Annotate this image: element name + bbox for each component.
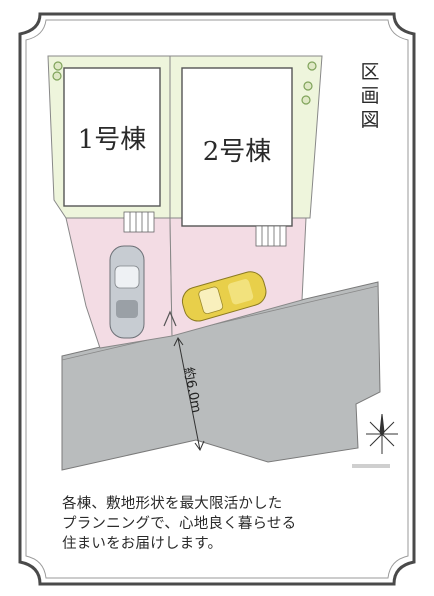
dimension-arrow-bottom [194, 440, 205, 452]
plan-title: 区 画 図 [358, 60, 382, 132]
car-icon [109, 245, 145, 339]
copyright-mark [352, 464, 390, 468]
plan-title-char: 画 [360, 85, 380, 107]
lot-boundary-marker [163, 310, 177, 327]
ornate-frame [18, 12, 416, 586]
description-caption: 各棟、敷地形状を最大限活かした プランニングで、心地良く暮らせる 住まいをお届け… [62, 494, 382, 554]
road-width-dimension-line [177, 337, 201, 451]
plan-title-char: 図 [360, 109, 380, 131]
caption-line: 住まいをお届けします。 [62, 536, 223, 552]
dimension-arrow-top [173, 337, 184, 347]
stairs-icon [255, 225, 287, 247]
road [61, 281, 381, 471]
compass-star-icon [366, 413, 398, 454]
shrub-icon [52, 61, 317, 105]
caption-line: 各棟、敷地形状を最大限活かした [62, 496, 283, 512]
unit-1-label: 1号棟 [78, 125, 147, 155]
unit-1-building [63, 67, 161, 207]
stairs-icon [123, 211, 155, 233]
unit-2-building [181, 67, 293, 227]
unit-2-label: 2号棟 [203, 137, 272, 167]
frame-inner-line [25, 19, 409, 579]
caption-line: プランニングで、心地良く暮らせる [62, 516, 297, 532]
car-icon [181, 271, 267, 322]
plan-title-char: 区 [360, 61, 380, 83]
